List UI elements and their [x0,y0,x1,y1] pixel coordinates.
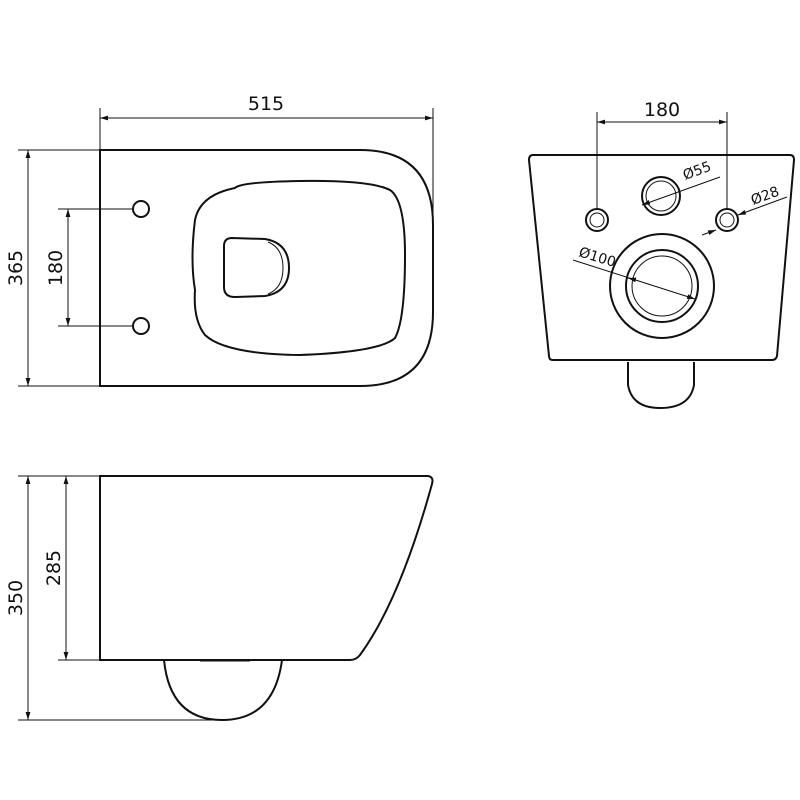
total-height-dimension: 350 [5,580,27,616]
drain-opening [223,236,291,299]
bolt-hole-right [715,208,739,232]
outlet [625,249,699,323]
bolt-hole-left [585,208,609,232]
hole-spacing-dimension: 180 [45,250,67,286]
mount-hole-bottom [132,317,150,335]
water-inlet-dimension: Ø55 [681,159,714,184]
back-plate [527,154,796,361]
side-view: 350 285 [5,475,434,722]
depth-dimension: 365 [5,250,27,286]
body-height-dimension: 285 [43,550,65,586]
back-view: 180 Ø55 Ø28 Ø100 [527,99,796,410]
mount-hole-top [132,200,150,218]
side-profile [99,475,434,661]
top-view: 515 365 180 [5,93,434,387]
bowl-bottom [163,659,283,722]
outlet-dimension: Ø100 [577,245,618,271]
bowl-underside [627,362,695,410]
outlet-outer [609,233,715,339]
back-hole-spacing-dimension: 180 [644,99,680,121]
width-dimension: 515 [248,93,284,115]
bowl-outline [99,149,434,387]
water-inlet [641,176,681,216]
bowl-rim [191,179,407,357]
